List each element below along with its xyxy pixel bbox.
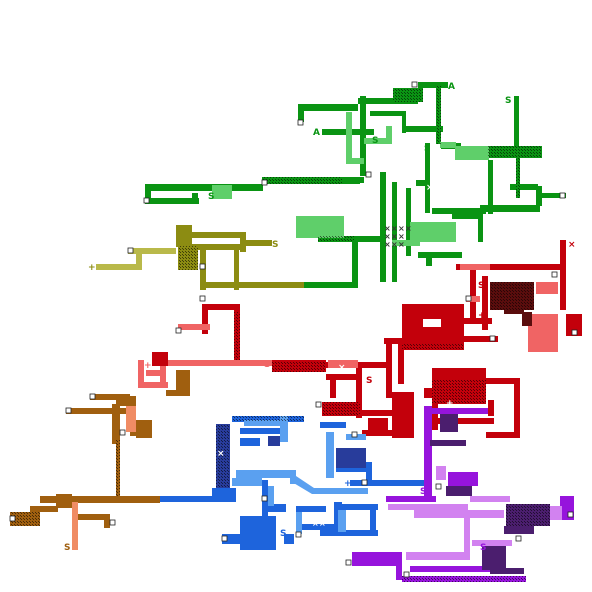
save-marker-red-mid: S <box>446 321 452 331</box>
save-marker-red-top: S <box>478 281 484 291</box>
svg-text:×: × <box>391 240 398 249</box>
save-marker-green-left: S <box>208 192 214 202</box>
boss-marker: × <box>338 363 346 373</box>
svg-text:×: × <box>312 519 319 528</box>
region-light-green <box>212 112 489 246</box>
svg-text:×: × <box>398 240 405 249</box>
save-marker-brown: S <box>64 543 70 553</box>
svg-text:×: × <box>319 511 326 520</box>
red-hatch <box>234 282 534 416</box>
svg-text:×: × <box>398 224 405 233</box>
save-marker-green-mid: S <box>372 136 378 146</box>
map-labels: S S S S S S S S S S S S S A A <box>64 82 511 553</box>
green-crossings: ×××× ××× ××× <box>384 224 412 249</box>
save-marker-green-right: S <box>424 144 430 154</box>
region-red <box>152 240 582 438</box>
boss-marker: × <box>411 363 419 373</box>
save-marker-green-top: S <box>505 96 511 106</box>
save-marker-purple-b: S <box>420 487 426 497</box>
save-marker-red-low: S <box>366 376 372 386</box>
region-salmon <box>138 264 558 388</box>
item-marker: + <box>344 479 352 489</box>
boss-marker: × <box>568 240 576 250</box>
save-marker-red-salmon: S <box>264 360 270 370</box>
svg-text:×: × <box>391 224 398 233</box>
green-hatch <box>262 86 542 242</box>
purple-hatch <box>402 504 550 582</box>
region-light-olive <box>96 248 176 270</box>
item-marker: + <box>144 361 152 371</box>
area-marker-top: A <box>448 82 455 92</box>
item-marker: + <box>478 311 486 321</box>
save-marker-purple-a: S <box>480 543 486 553</box>
save-marker-olive: S <box>272 240 278 250</box>
blue-crossings: ×× ×× <box>312 511 326 528</box>
item-marker: + <box>88 263 96 273</box>
boss-markers: × × × × × <box>217 183 576 459</box>
svg-text:×: × <box>312 511 319 520</box>
region-light-purple <box>388 466 562 560</box>
boss-marker: × <box>217 449 225 459</box>
svg-text:×: × <box>398 232 405 241</box>
boss-marker: × <box>426 183 434 193</box>
red-room-window <box>421 317 443 329</box>
svg-text:×: × <box>405 224 412 233</box>
svg-text:×: × <box>384 224 391 233</box>
olive-hatch <box>178 246 198 270</box>
svg-text:×: × <box>319 519 326 528</box>
region-green <box>145 82 566 288</box>
svg-text:×: × <box>391 232 398 241</box>
blue-hatch <box>216 416 304 488</box>
item-markers: + + + + + <box>88 263 486 489</box>
region-brown <box>10 370 190 528</box>
svg-text:×: × <box>384 240 391 249</box>
brown-hatch <box>10 440 120 526</box>
save-marker-blue: S <box>280 529 286 539</box>
region-peach <box>72 406 136 550</box>
area-marker-left: A <box>313 128 320 138</box>
svg-text:×: × <box>384 232 391 241</box>
door-markers <box>9 81 578 578</box>
item-marker: + <box>446 399 454 409</box>
